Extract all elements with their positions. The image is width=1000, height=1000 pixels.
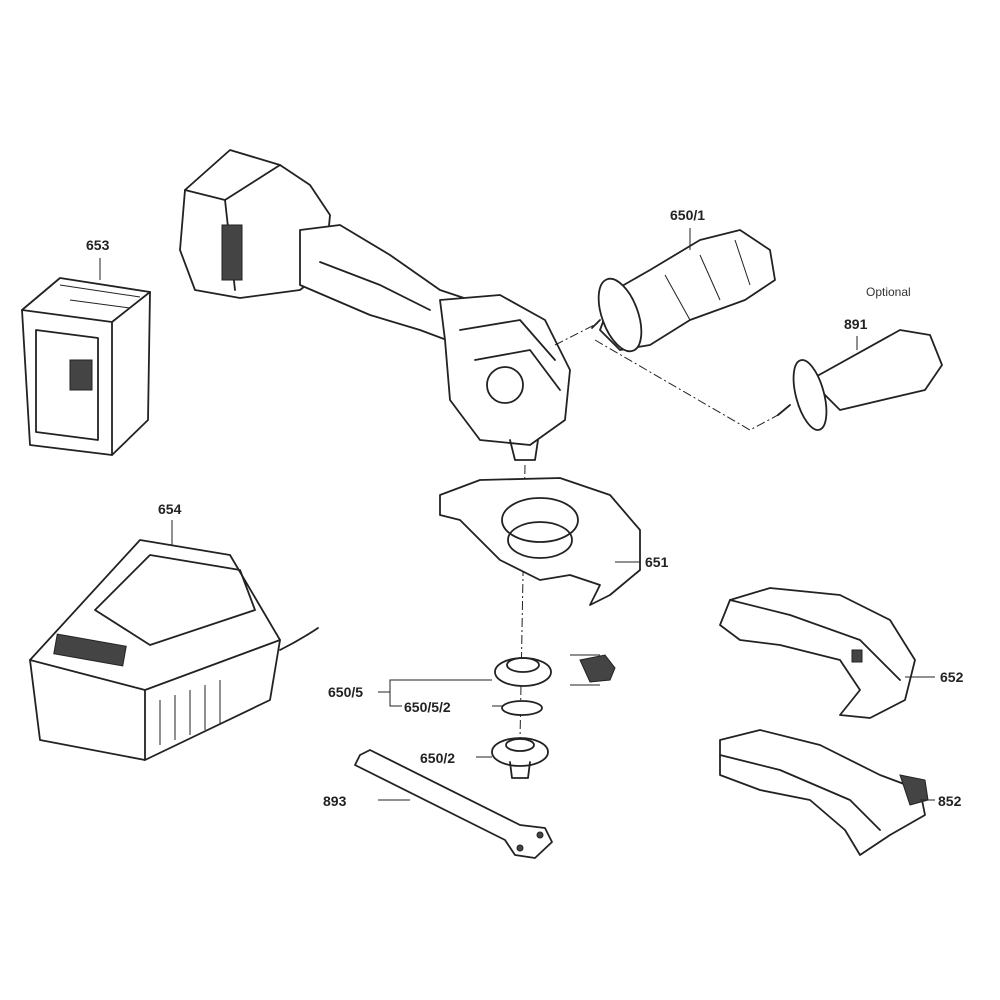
label-optional: Optional bbox=[866, 285, 911, 299]
charger-drawing bbox=[29, 539, 319, 761]
spanner-drawing bbox=[354, 749, 553, 859]
spindle-centerline bbox=[519, 464, 526, 741]
label-650-5-2: 650/5/2 bbox=[404, 699, 451, 715]
wheel-guard-drawing bbox=[439, 477, 641, 606]
label-650-5: 650/5 bbox=[328, 684, 364, 700]
angle-grinder-drawing bbox=[179, 149, 571, 461]
label-650-2: 650/2 bbox=[420, 750, 456, 766]
label-653: 653 bbox=[86, 237, 110, 253]
leader-lines bbox=[99, 228, 935, 801]
label-652: 652 bbox=[940, 669, 964, 685]
battery-pack-drawing bbox=[21, 277, 151, 456]
label-651: 651 bbox=[645, 554, 669, 570]
label-650-1: 650/1 bbox=[670, 207, 706, 223]
label-893: 893 bbox=[323, 793, 347, 809]
flange-set-drawing bbox=[491, 654, 616, 779]
optional-handle-drawing bbox=[777, 329, 943, 431]
assembly-centerline bbox=[554, 321, 779, 431]
cutting-guard-drawing bbox=[719, 587, 916, 719]
label-852: 852 bbox=[938, 793, 962, 809]
auxiliary-handle-drawing bbox=[591, 229, 776, 353]
label-891: 891 bbox=[844, 316, 868, 332]
dust-guard-drawing bbox=[719, 729, 929, 856]
label-654: 654 bbox=[158, 501, 182, 517]
